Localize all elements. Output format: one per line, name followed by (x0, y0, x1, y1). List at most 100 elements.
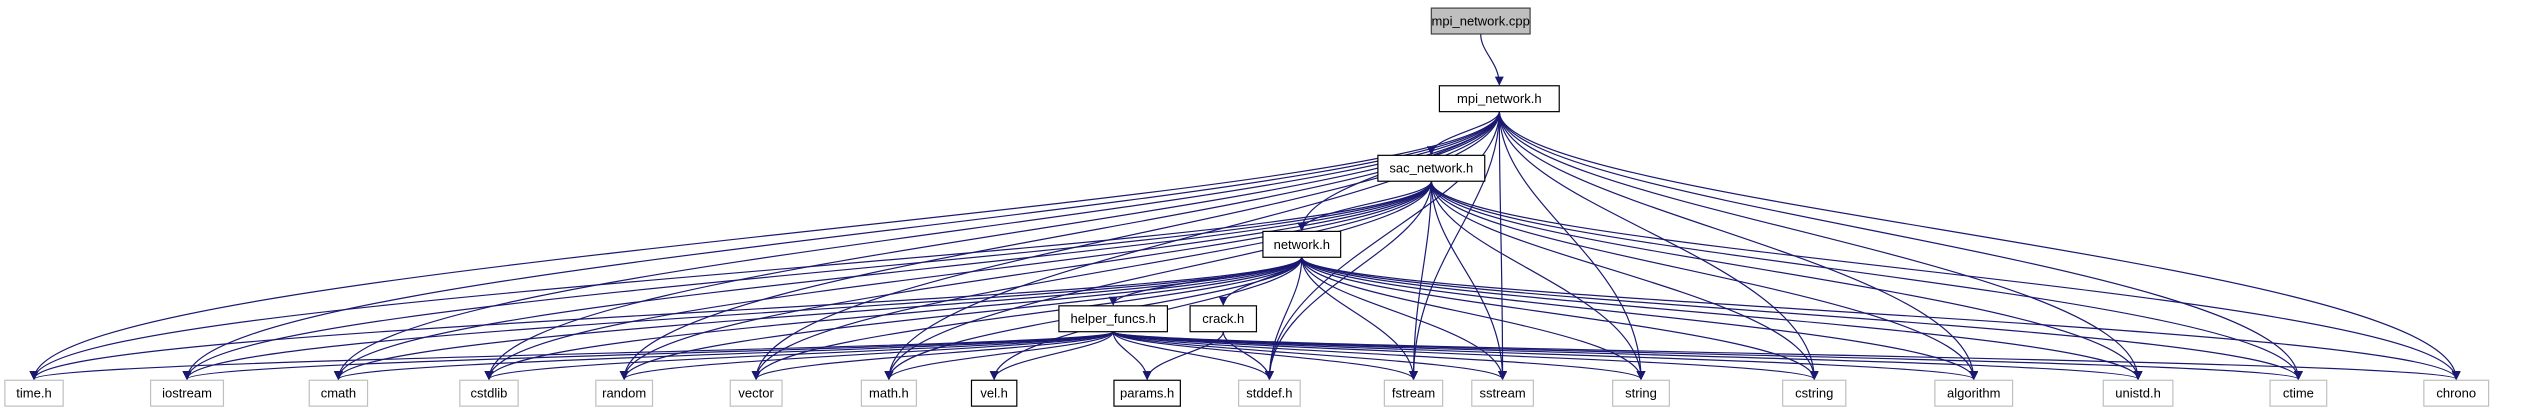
node-box[interactable] (1383, 379, 1444, 407)
node-box[interactable] (459, 379, 519, 407)
node-label: random (602, 386, 646, 401)
node-chrono[interactable]: chrono (2423, 379, 2490, 407)
node-box[interactable] (1438, 85, 1560, 113)
node-box[interactable] (1377, 154, 1486, 182)
node-label: network.h (1274, 237, 1330, 252)
node-box[interactable] (1782, 379, 1847, 407)
node-box[interactable] (1058, 305, 1168, 333)
node-mpi-network-cpp[interactable]: mpi_network.cpp (1430, 7, 1531, 35)
edge-helper_funcs_h-to-algorithm (1112, 331, 1978, 381)
node-unistd-h[interactable]: unistd.h (2102, 379, 2174, 407)
node-box[interactable] (1430, 7, 1531, 35)
edge-mpi_network_h-to-unistd_h (1498, 111, 2143, 381)
node-label: string (1625, 386, 1657, 401)
node-label: cstdlib (471, 386, 508, 401)
node-box[interactable] (1934, 379, 2014, 407)
edge-helper_funcs_h-to-cstdlib (484, 331, 1114, 381)
node-label: mpi_network.h (1457, 91, 1542, 106)
node-math-h[interactable]: math.h (860, 379, 918, 407)
edge-sac_network_h-to-cmath (334, 181, 1432, 381)
node-iostream[interactable]: iostream (149, 379, 225, 407)
edge-mpi_network_h-to-random (619, 111, 1500, 381)
edge-network_h-to-stddef_h (1264, 257, 1303, 381)
node-helper-funcs-h[interactable]: helper_funcs.h (1058, 305, 1168, 333)
edge-mpi_network_h-to-chrono (1498, 111, 2461, 381)
node-fstream[interactable]: fstream (1383, 379, 1444, 407)
edge-sac_network_h-to-iostream (182, 181, 1432, 381)
node-crack-h[interactable]: crack.h (1189, 305, 1258, 333)
edge-helper_funcs_h-to-cmath (334, 331, 1114, 381)
node-string[interactable]: string (1612, 379, 1670, 407)
node-box[interactable] (595, 379, 654, 407)
edge-crack_h-to-params_h (1142, 331, 1224, 381)
edge-sac_network_h-to-fstream (1409, 181, 1432, 381)
node-box[interactable] (970, 379, 1018, 407)
node-vel-h[interactable]: vel.h (970, 379, 1018, 407)
node-network-h[interactable]: network.h (1262, 230, 1342, 258)
node-label: vector (738, 386, 774, 401)
node-label: iostream (162, 386, 212, 401)
node-box[interactable] (1189, 305, 1258, 333)
node-label: chrono (2436, 386, 2476, 401)
node-box[interactable] (4, 379, 64, 407)
node-label: fstream (1392, 386, 1435, 401)
edge-mpi_network_h-to-vector (751, 111, 1500, 381)
node-sstream[interactable]: sstream (1471, 379, 1534, 407)
node-box[interactable] (1113, 379, 1181, 407)
edge-network_h-to-cmath (334, 257, 1303, 381)
node-box[interactable] (2423, 379, 2490, 407)
edge-mpi_network_h-to-fstream (1409, 111, 1500, 381)
node-label: algorithm (1947, 386, 2000, 401)
node-ctime[interactable]: ctime (2269, 379, 2328, 407)
edge-helper_funcs_h-to-chrono (1112, 331, 2461, 381)
node-box[interactable] (2269, 379, 2328, 407)
node-box[interactable] (149, 379, 225, 407)
node-sac-network-h[interactable]: sac_network.h (1377, 154, 1486, 182)
edge-mpi_network_h-to-time_h (29, 111, 1500, 381)
node-cstdlib[interactable]: cstdlib (459, 379, 519, 407)
edge-sac_network_h-to-chrono (1430, 181, 2461, 381)
edge-helper_funcs_h-to-string (1112, 331, 1646, 381)
node-time-h[interactable]: time.h (4, 379, 64, 407)
edge-helper_funcs_h-to-time_h (29, 331, 1114, 381)
node-cmath[interactable]: cmath (308, 379, 369, 407)
node-params-h[interactable]: params.h (1113, 379, 1181, 407)
edge-helper_funcs_h-to-iostream (182, 331, 1114, 381)
edge-helper_funcs_h-to-fstream (1112, 331, 1418, 381)
node-label: cmath (321, 386, 356, 401)
node-box[interactable] (729, 379, 783, 407)
edge-sac_network_h-to-ctime (1430, 181, 2303, 381)
node-mpi-network-h[interactable]: mpi_network.h (1438, 85, 1560, 113)
node-box[interactable] (2102, 379, 2174, 407)
edge-sac_network_h-to-string (1430, 181, 1646, 381)
node-label: unistd.h (2115, 386, 2161, 401)
edge-crack_h-to-stddef_h (1222, 331, 1274, 381)
edge-sac_network_h-to-unistd_h (1430, 181, 2143, 381)
node-box[interactable] (308, 379, 369, 407)
edge-helper_funcs_h-to-vector (751, 331, 1114, 381)
node-vector[interactable]: vector (729, 379, 783, 407)
node-label: sstream (1479, 386, 1525, 401)
edges-layer (29, 33, 2461, 381)
node-label: params.h (1120, 386, 1174, 401)
node-box[interactable] (1612, 379, 1670, 407)
node-stddef-h[interactable]: stddef.h (1238, 379, 1301, 407)
node-box[interactable] (1262, 230, 1342, 258)
node-label: time.h (16, 386, 51, 401)
node-box[interactable] (860, 379, 918, 407)
edge-mpi_network_h-to-math_h (884, 111, 1500, 381)
node-random[interactable]: random (595, 379, 654, 407)
node-box[interactable] (1471, 379, 1534, 407)
edge-helper_funcs_h-to-math_h (884, 331, 1114, 381)
node-algorithm[interactable]: algorithm (1934, 379, 2014, 407)
node-cstring[interactable]: cstring (1782, 379, 1847, 407)
edge-network_h-to-cstdlib (484, 257, 1303, 381)
node-box[interactable] (1238, 379, 1301, 407)
node-label: mpi_network.cpp (1432, 13, 1530, 28)
edge-network_h-to-chrono (1301, 257, 2461, 381)
edge-network_h-to-string (1301, 257, 1646, 381)
edge-network_h-to-ctime (1301, 257, 2303, 381)
edge-sac_network_h-to-time_h (29, 181, 1432, 381)
edge-helper_funcs_h-to-sstream (1112, 331, 1507, 381)
edge-helper_funcs_h-to-random (619, 331, 1114, 381)
